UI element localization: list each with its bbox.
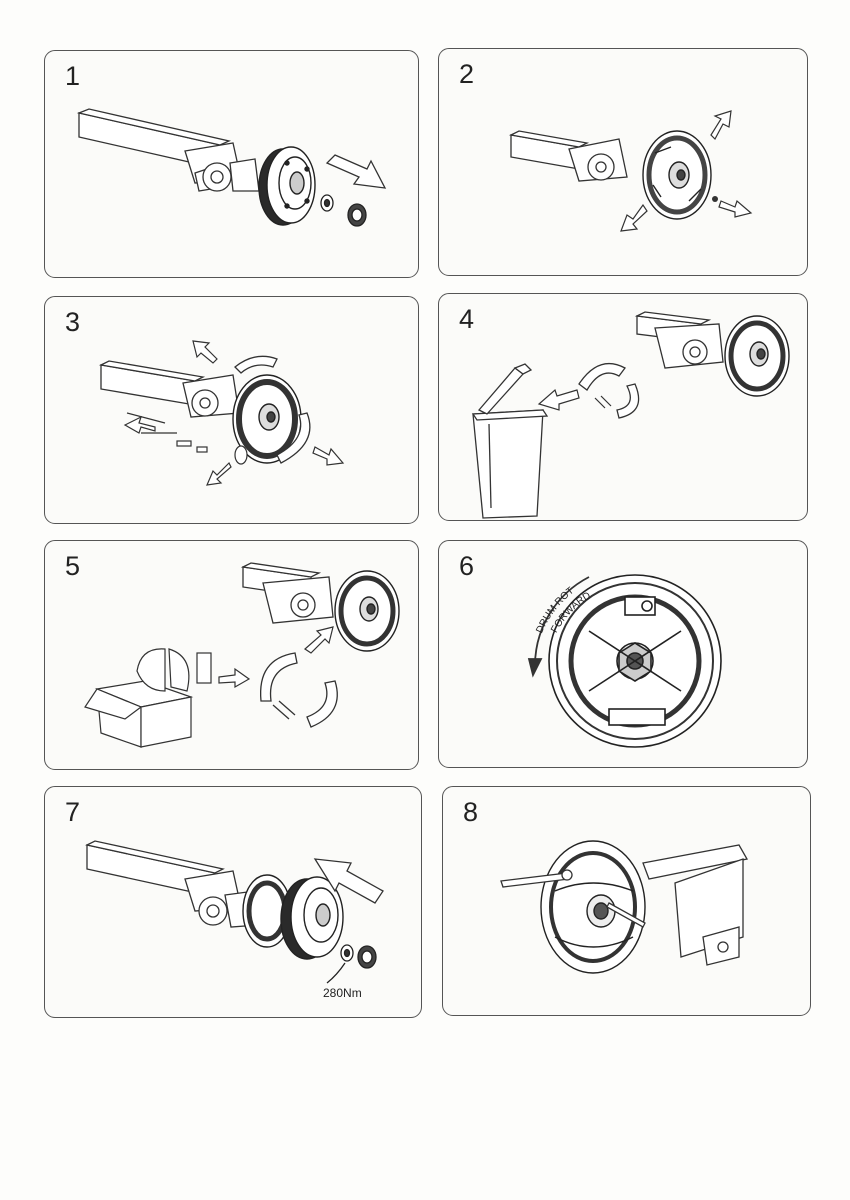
step-5-panel: 5 xyxy=(44,540,419,770)
brake-shoe xyxy=(234,355,278,374)
step-number: 7 xyxy=(65,797,81,827)
rotation-arrow-icon xyxy=(527,576,590,678)
adjusting-tool xyxy=(500,869,646,928)
brake-shoe xyxy=(578,363,626,391)
release-brake-illustration xyxy=(508,110,753,232)
step-7-panel: 7 280Nm xyxy=(44,786,422,1018)
backing-plate xyxy=(724,315,790,397)
install-shoes-illustration xyxy=(84,562,400,748)
step-number: 3 xyxy=(65,307,81,337)
discard-shoes-illustration xyxy=(471,311,790,519)
step-number: 1 xyxy=(65,61,81,91)
step-number: 4 xyxy=(459,304,475,334)
arrow-up-left-icon xyxy=(313,858,384,904)
trash-bin-icon xyxy=(471,363,549,519)
arrow-left-icon xyxy=(537,388,580,411)
backing-plate xyxy=(334,570,400,652)
brake-drum xyxy=(258,146,316,226)
step-1-panel: 1 xyxy=(44,50,419,278)
step-3-panel: 3 xyxy=(44,296,419,524)
step-number: 2 xyxy=(459,59,475,89)
arrow-down-left-icon xyxy=(206,461,232,486)
arrow-down-right-icon xyxy=(312,446,345,466)
step-2-panel: 2 xyxy=(438,48,808,276)
arrow-right-icon xyxy=(218,667,251,689)
backing-plate xyxy=(642,130,712,220)
arrow-down-right-icon xyxy=(718,199,753,218)
torque-label: 280Nm xyxy=(323,986,362,1000)
step-4-panel: 4 xyxy=(438,293,808,521)
step-6-panel: 6 DRUM ROT FORWARD xyxy=(438,540,808,768)
brake-shoe xyxy=(276,412,311,464)
step-number: 5 xyxy=(65,551,81,581)
step-number: 6 xyxy=(459,551,475,581)
arrow-up-right-icon xyxy=(304,626,334,654)
brake-shoe xyxy=(306,680,338,728)
parts-box xyxy=(84,680,194,748)
backing-plate xyxy=(540,840,646,974)
remove-shoes-illustration xyxy=(98,340,345,486)
remove-drum-illustration xyxy=(76,108,387,227)
adjust-brake-illustration xyxy=(500,840,749,974)
arrow-up-left-icon xyxy=(192,340,218,364)
arrow-up-right-icon xyxy=(710,110,732,140)
arrow-right-icon xyxy=(325,154,387,189)
brake-shoe xyxy=(616,383,640,419)
arrow-down-left-icon xyxy=(620,203,648,232)
arrow-left-icon xyxy=(123,415,156,434)
drum-rotation-illustration: DRUM ROT FORWARD xyxy=(527,574,722,748)
brake-drum xyxy=(280,876,344,960)
step-8-panel: 8 xyxy=(442,786,811,1016)
backing-plate xyxy=(548,574,722,748)
step-number: 8 xyxy=(463,797,479,827)
refit-drum-illustration xyxy=(85,840,384,984)
brake-shoe xyxy=(259,652,298,702)
